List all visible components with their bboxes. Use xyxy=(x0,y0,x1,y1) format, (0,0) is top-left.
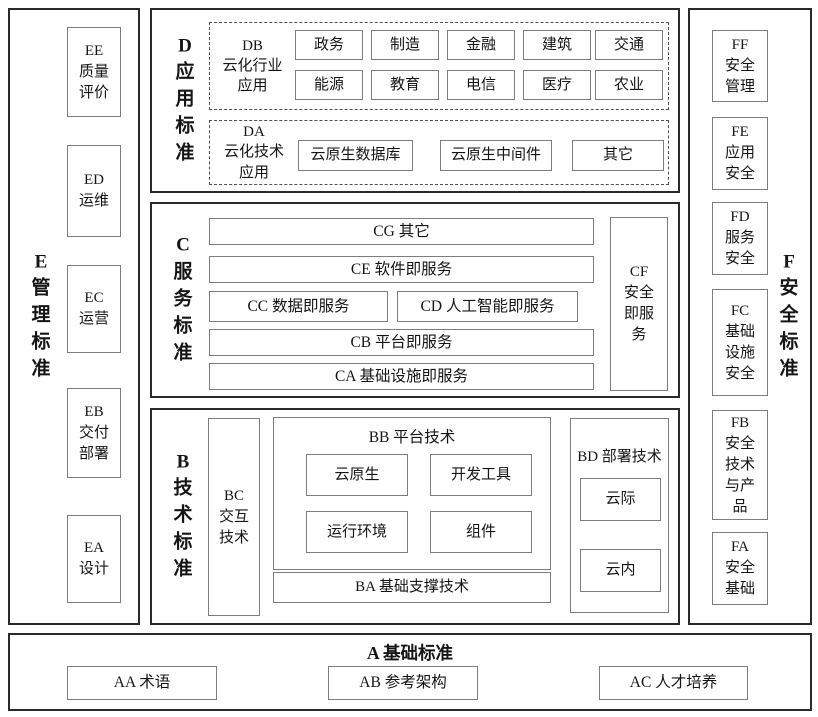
box-bc-interaction-technology: BC 交互 技术 xyxy=(208,418,260,616)
group-bd-label: BD 部署技术 xyxy=(577,449,662,465)
box-industry-telecom: 电信 xyxy=(447,70,515,100)
box-components: 组件 xyxy=(430,511,532,553)
box-runtime-environment: 运行环境 xyxy=(306,511,408,553)
box-cb-paas: CB 平台即服务 xyxy=(209,329,594,356)
box-industry-energy: 能源 xyxy=(295,70,363,100)
group-bb-label: BB 平台技术 xyxy=(368,429,456,446)
section-d-application-standards: D 应 用 标 准 DB 云化行业 应用 政务 制造 金融 建筑 交通 能源 教… xyxy=(150,8,680,193)
box-ac-talent-training: AC 人才培养 xyxy=(599,666,748,700)
box-cloud-native: 云原生 xyxy=(306,454,408,496)
box-fb-security-tech-products: FB 安全 技术 与产 品 xyxy=(712,410,768,520)
section-f-title: F 安 全 标 准 xyxy=(779,251,799,380)
group-da-label: DA 云化技术 应用 xyxy=(223,124,284,181)
box-eb-delivery-deployment: EB 交付 部署 xyxy=(67,388,121,478)
box-industry-manufacturing: 制造 xyxy=(371,30,439,60)
section-b-technology-standards: B 技 术 标 准 BC 交互 技术 BB 平台技术 云原生 开发工具 运行环境… xyxy=(150,408,680,625)
box-ca-iaas: CA 基础设施即服务 xyxy=(209,363,594,390)
box-industry-government: 政务 xyxy=(295,30,363,60)
box-cloud-native-database: 云原生数据库 xyxy=(298,140,413,171)
box-industry-transportation: 交通 xyxy=(595,30,663,60)
group-da-cloud-technology-applications: DA 云化技术 应用 云原生数据库 云原生中间件 其它 xyxy=(209,120,669,185)
box-industry-agriculture: 农业 xyxy=(595,70,663,100)
box-cf-secaas: CF 安全 即服 务 xyxy=(610,217,668,391)
box-ec-operation: EC 运营 xyxy=(67,265,121,353)
group-db-label: DB 云化行业 应用 xyxy=(222,37,283,95)
group-bd-deployment-technology: BD 部署技术 云际 云内 xyxy=(570,418,669,613)
box-ff-security-management: FF 安全 管理 xyxy=(712,30,768,102)
box-ee-quality-evaluation: EE 质量 评价 xyxy=(67,27,121,117)
box-fe-application-security: FE 应用 安全 xyxy=(712,117,768,190)
box-development-tools: 开发工具 xyxy=(430,454,532,496)
box-intra-cloud: 云内 xyxy=(580,549,661,592)
box-industry-education: 教育 xyxy=(371,70,439,100)
box-ea-design: EA 设计 xyxy=(67,515,121,603)
box-cd-aiaas: CD 人工智能即服务 xyxy=(397,291,578,322)
box-cc-daas: CC 数据即服务 xyxy=(209,291,388,322)
box-fc-infrastructure-security: FC 基础 设施 安全 xyxy=(712,289,768,396)
box-industry-finance: 金融 xyxy=(447,30,515,60)
box-ba-basic-support-technology: BA 基础支撑技术 xyxy=(273,572,551,603)
box-industry-healthcare: 医疗 xyxy=(523,70,591,100)
group-bb-platform-technology: BB 平台技术 云原生 开发工具 运行环境 组件 xyxy=(273,417,551,570)
box-ed-operations-maintenance: ED 运维 xyxy=(67,145,121,237)
section-f-security-standards: F 安 全 标 准 FF 安全 管理 FE 应用 安全 FD 服务 安全 FC … xyxy=(688,8,812,625)
box-aa-terminology: AA 术语 xyxy=(67,666,217,700)
section-c-title: C 服 务 标 准 xyxy=(173,234,193,364)
box-fa-security-basics: FA 安全 基础 xyxy=(712,532,768,605)
section-d-title: D 应 用 标 准 xyxy=(175,35,195,164)
section-c-service-standards: C 服 务 标 准 CG 其它 CE 软件即服务 CC 数据即服务 CD 人工智… xyxy=(150,202,680,398)
box-cg-other: CG 其它 xyxy=(209,218,594,245)
box-cloud-native-middleware: 云原生中间件 xyxy=(440,140,552,171)
section-b-title: B 技 术 标 准 xyxy=(173,451,193,580)
section-e-title: E 管 理 标 准 xyxy=(31,251,51,380)
box-fd-service-security: FD 服务 安全 xyxy=(712,202,768,275)
section-a-title: A 基础标准 xyxy=(366,643,454,663)
box-inter-cloud: 云际 xyxy=(580,478,661,521)
box-industry-construction: 建筑 xyxy=(523,30,591,60)
box-ce-saas: CE 软件即服务 xyxy=(209,256,594,283)
box-da-other: 其它 xyxy=(572,140,664,171)
section-e-management-standards: E 管 理 标 准 EE 质量 评价 ED 运维 EC 运营 EB 交付 部署 … xyxy=(8,8,140,625)
box-ab-reference-architecture: AB 参考架构 xyxy=(328,666,478,700)
section-a-basic-standards: A 基础标准 AA 术语 AB 参考架构 AC 人才培养 xyxy=(8,633,812,711)
group-db-cloud-industry-applications: DB 云化行业 应用 政务 制造 金融 建筑 交通 能源 教育 电信 医疗 农业 xyxy=(209,22,669,110)
